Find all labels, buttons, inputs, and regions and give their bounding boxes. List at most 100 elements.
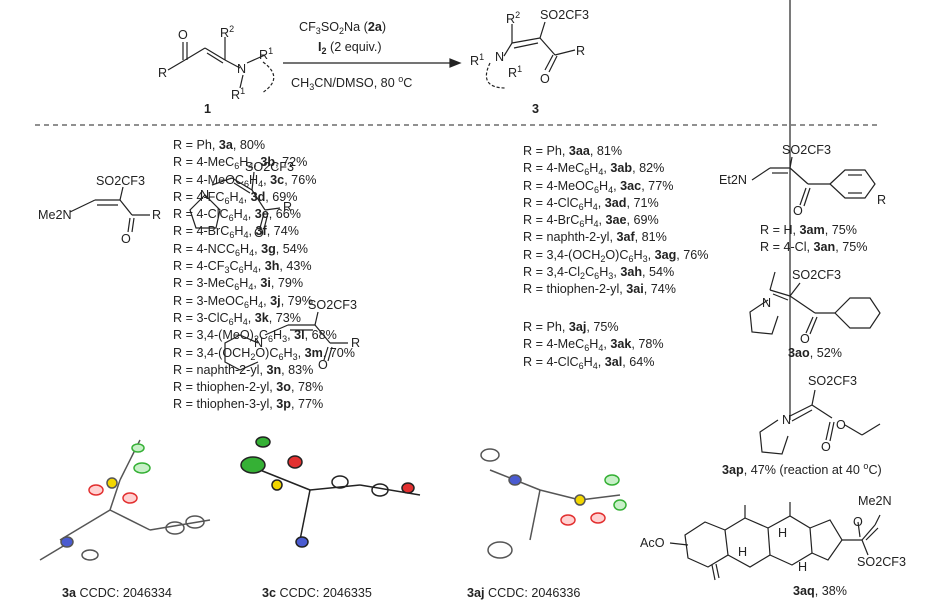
yield-text: , 72%: [275, 155, 308, 170]
yield-row: R = 4-FC6H4, 3d, 69%: [173, 189, 355, 206]
yield-text: , 69%: [265, 189, 298, 204]
yield-row: R = 4-BrC6H4, 3f, 74%: [173, 223, 355, 240]
yield-text: , 75%: [824, 223, 857, 237]
compound-label: 3am: [799, 223, 825, 237]
substituent-text: R = 4-ClC6H4,: [173, 207, 255, 224]
atom-R-product: R: [576, 44, 586, 58]
label-N-3aa: N: [200, 188, 210, 202]
substituent-text: R = 3,4-Cl2C6H3,: [523, 265, 621, 282]
reaction-conditions: CH3CN/DMSO, 80 oC: [291, 74, 413, 92]
label-R-3am: R: [877, 193, 887, 207]
compound-label: 3o: [276, 380, 291, 395]
label-O2-3ap: O: [836, 418, 846, 432]
label-O-3ao: O: [800, 332, 810, 346]
label-N-3aj: N: [254, 336, 264, 350]
yield-text: , 69%: [626, 213, 659, 228]
yield-row: R = 4-ClC6H4, 3ad, 71%: [523, 195, 709, 212]
yield-text: , 76%: [284, 172, 317, 187]
label-SO2CF3-3aa: SO2CF3: [245, 160, 294, 174]
structure-3aa-bonds: [189, 171, 281, 230]
compound-label: 3an: [813, 240, 836, 255]
compound-label: 3p: [276, 397, 291, 412]
label-SO2CF3-3a: SO2CF3: [96, 174, 145, 188]
structure-3aj-bonds: [224, 311, 348, 371]
structure-3ao-bonds: [749, 271, 881, 335]
series-3aj-list: R = Ph, 3aj, 75%R = 4-MeC6H4, 3ak, 78%R …: [523, 319, 664, 371]
atom-R-start: R: [158, 66, 168, 80]
label-O-3aa: O: [254, 226, 264, 240]
substituent-text: R = 4-MeC6H4,: [173, 155, 261, 172]
substituent-text: R = 4-ClC6H4,: [523, 195, 605, 212]
yield-row: R = 4-Cl, 3an, 75%: [760, 239, 867, 256]
yield-row: R = Ph, 3aa, 81%: [523, 143, 709, 160]
yield-row: R = 3-MeOC6H4, 3j, 79%: [173, 293, 355, 310]
atom-R1b-product: R1: [508, 64, 523, 80]
atom-R1b-start: R1: [231, 86, 246, 102]
yield-row: R = naphth-2-yl, 3n, 83%: [173, 362, 355, 379]
compound-label: 3n: [266, 362, 282, 377]
atom-R1a-product: R1: [470, 52, 485, 68]
compound-label: 3ai: [626, 282, 644, 297]
atom-R2-product: R2: [506, 10, 521, 26]
compound-label: 3c: [270, 172, 285, 187]
compound-label: 3al: [604, 354, 623, 369]
substituent-text: R = 3,4-(OCH2O)C6H3,: [173, 345, 305, 362]
compound-label: 3aa: [568, 144, 590, 158]
yield-row: R = 3,4-(OCH2O)C6H3, 3m, 70%: [173, 345, 355, 362]
yield-text: , 78%: [290, 380, 324, 395]
compound-label: 3aj: [568, 320, 587, 334]
yield-text: , 78%: [631, 337, 664, 352]
caption-crystal-3a: 3a CCDC: 2046334: [62, 586, 172, 600]
yield-text: , 71%: [626, 195, 659, 210]
label-H1-3aq: H: [738, 545, 748, 559]
compound-label: 3m: [304, 345, 323, 360]
label-AcO-3aq: AcO: [640, 536, 665, 550]
compound-label: 3ag: [654, 247, 677, 262]
label-O-3aj: O: [318, 358, 328, 372]
yield-row: R = 4-ClC6H4, 3e, 66%: [173, 206, 355, 223]
yield-text: , 74%: [266, 224, 299, 239]
caption-crystal-3aj: 3aj CCDC: 2046336: [467, 586, 581, 600]
yield-text: , 79%: [270, 276, 304, 291]
yield-row: R = 3-MeC6H4, 3i, 79%: [173, 275, 355, 292]
yield-text: , 75%: [835, 240, 868, 255]
compound-label: 3k: [254, 310, 269, 325]
structure-3ap-bonds: [759, 0, 881, 455]
label-O-3am: O: [793, 204, 803, 218]
yield-row: R = 3,4-Cl2C6H3, 3ah, 54%: [523, 264, 709, 281]
label-O1-3ap: O: [821, 440, 831, 454]
atom-O-product: O: [540, 72, 550, 86]
substituent-text: R = 4-BrC6H4,: [523, 213, 606, 230]
substituent-text: R = thiophen-2-yl,: [173, 380, 277, 395]
substituent-text: R = H,: [760, 223, 800, 237]
yield-row: R = 4-BrC6H4, 3ae, 69%: [523, 212, 709, 229]
reagent-line-1: CF3SO2Na (2a): [299, 20, 387, 36]
yield-row: R = 4-MeOC6H4, 3c, 76%: [173, 172, 355, 189]
yield-row: R = 3,4-(MeO)2C6H3, 3l, 68%: [173, 327, 355, 344]
label-SO2CF3-3ao: SO2CF3: [792, 268, 841, 282]
yield-row: R = thiophen-3-yl, 3p, 77%: [173, 396, 355, 413]
compound-label: 3e: [254, 207, 269, 222]
yield-row: R = 3-ClC6H4, 3k, 73%: [173, 310, 355, 327]
substituent-text: R = 3-MeC6H4,: [173, 276, 261, 293]
caption-3ao: 3ao, 52%: [788, 346, 842, 360]
compound-label: 3ae: [605, 213, 627, 228]
label-N-3ap: N: [782, 413, 792, 427]
yield-text: , 43%: [279, 259, 312, 274]
yield-text: , 66%: [268, 207, 302, 222]
yield-text: , 73%: [268, 310, 302, 325]
label-R-3aj: R: [351, 336, 361, 350]
substituent-text: R = 4-BrC6H4,: [173, 224, 256, 241]
atom-N-product: N: [495, 50, 505, 64]
structure-3am-bonds: [751, 156, 876, 207]
substituent-text: R = 4-ClC6H4,: [523, 354, 605, 371]
start-structure-bonds: [167, 37, 275, 94]
label-H2-3aq: H: [778, 526, 788, 540]
yield-text: , 82%: [632, 161, 665, 176]
substituent-text: R = thiophen-2-yl,: [523, 282, 627, 297]
caption-crystal-3c: 3c CCDC: 2046335: [262, 586, 372, 600]
substituent-text: R = thiophen-3-yl,: [173, 397, 277, 412]
yield-text: , 83%: [281, 362, 314, 377]
atom-R1a-start: R1: [259, 46, 274, 62]
